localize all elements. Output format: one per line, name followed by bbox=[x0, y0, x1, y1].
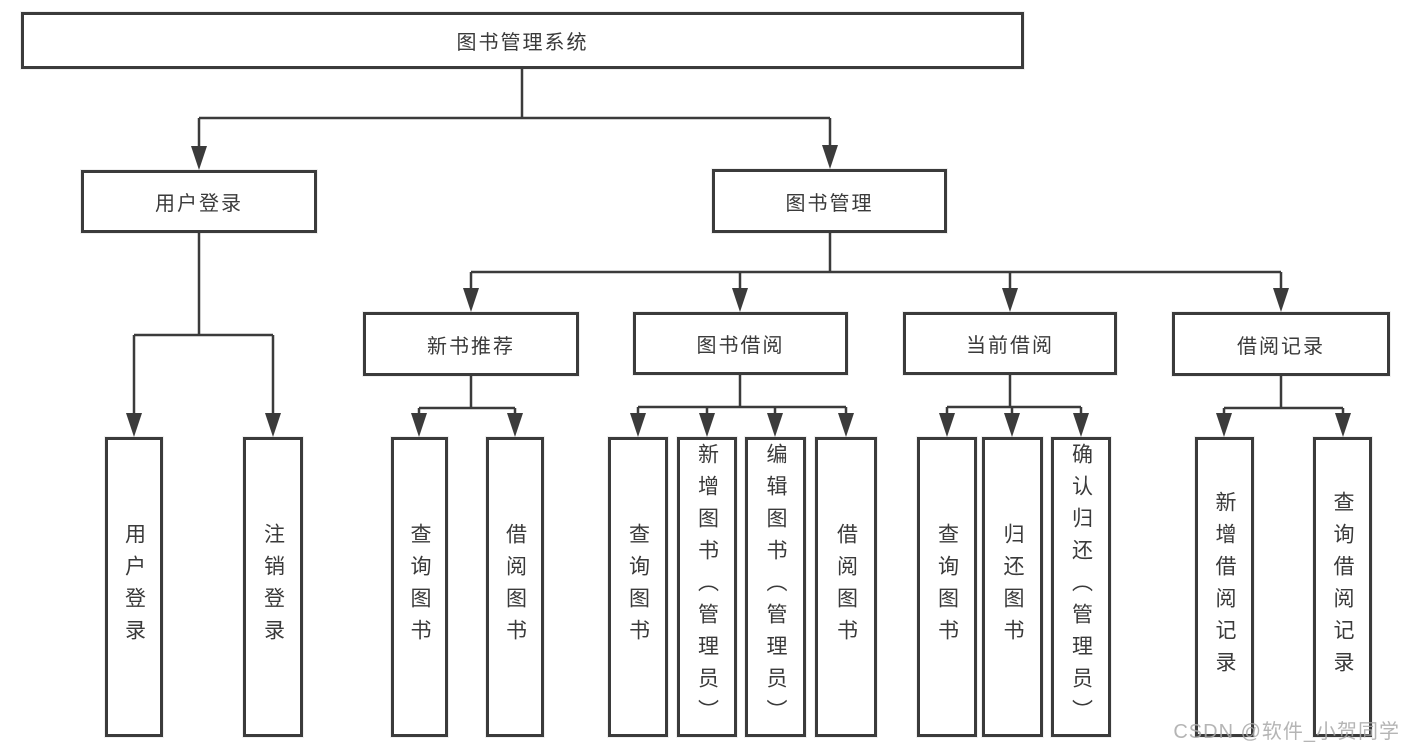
connector-records-to-leaves bbox=[1216, 376, 1351, 437]
node-current-borrowing: 当前借阅 bbox=[903, 312, 1117, 375]
connector-borrowing-to-leaves bbox=[630, 375, 854, 437]
node-label: 编辑图书（管理员） bbox=[764, 443, 787, 731]
node-label: 查询图书 bbox=[408, 523, 431, 651]
leaf-user-login: 用户登录 bbox=[105, 437, 163, 737]
node-label: 借阅记录 bbox=[1237, 335, 1325, 358]
node-label: 用户登录 bbox=[122, 523, 146, 651]
node-new-book-recommendation: 新书推荐 bbox=[363, 312, 579, 376]
node-label: 用户登录 bbox=[155, 193, 243, 215]
node-label: 查询图书 bbox=[935, 523, 959, 651]
leaf-return-books: 归还图书 bbox=[982, 437, 1043, 737]
node-label: 图书管理系统 bbox=[456, 32, 589, 54]
node-label: 新书推荐 bbox=[427, 335, 515, 358]
leaf-logout: 注销登录 bbox=[243, 437, 303, 737]
node-label: 确认归还（管理员） bbox=[1069, 443, 1093, 731]
node-root-library-management-system: 图书管理系统 bbox=[21, 12, 1024, 69]
node-label: 新增借阅记录 bbox=[1213, 491, 1236, 683]
leaf-query-books-3: 查询图书 bbox=[917, 437, 977, 737]
leaf-confirm-return-admin: 确认归还（管理员） bbox=[1051, 437, 1111, 737]
node-label: 借阅图书 bbox=[503, 523, 527, 651]
connector-login-to-leaves bbox=[126, 233, 281, 437]
node-label: 归还图书 bbox=[1001, 523, 1024, 651]
node-label: 查询图书 bbox=[626, 523, 650, 651]
node-borrowing-records: 借阅记录 bbox=[1172, 312, 1390, 376]
node-label: 新增图书（管理员） bbox=[695, 443, 719, 731]
node-user-login: 用户登录 bbox=[81, 170, 317, 233]
leaf-query-books-2: 查询图书 bbox=[608, 437, 668, 737]
node-book-management: 图书管理 bbox=[712, 169, 947, 233]
leaf-query-books-1: 查询图书 bbox=[391, 437, 448, 737]
leaf-query-borrow-record: 查询借阅记录 bbox=[1313, 437, 1372, 737]
connector-root-to-level2 bbox=[191, 69, 838, 170]
node-label: 图书管理 bbox=[785, 192, 874, 215]
leaf-add-books-admin: 新增图书（管理员） bbox=[677, 437, 737, 737]
connector-current-to-leaves bbox=[939, 375, 1089, 437]
leaf-borrow-books-2: 借阅图书 bbox=[815, 437, 877, 737]
leaf-borrow-books-1: 借阅图书 bbox=[486, 437, 544, 737]
node-book-borrowing: 图书借阅 bbox=[633, 312, 848, 375]
connector-management-to-sections bbox=[463, 233, 1289, 312]
leaf-edit-books-admin: 编辑图书（管理员） bbox=[745, 437, 806, 737]
node-label: 注销登录 bbox=[261, 523, 285, 651]
leaf-add-borrow-record: 新增借阅记录 bbox=[1195, 437, 1254, 737]
node-label: 图书借阅 bbox=[696, 335, 785, 357]
connector-newbook-to-leaves bbox=[411, 376, 523, 437]
node-label: 借阅图书 bbox=[834, 523, 858, 651]
node-label: 查询借阅记录 bbox=[1331, 491, 1354, 683]
node-label: 当前借阅 bbox=[966, 335, 1054, 357]
